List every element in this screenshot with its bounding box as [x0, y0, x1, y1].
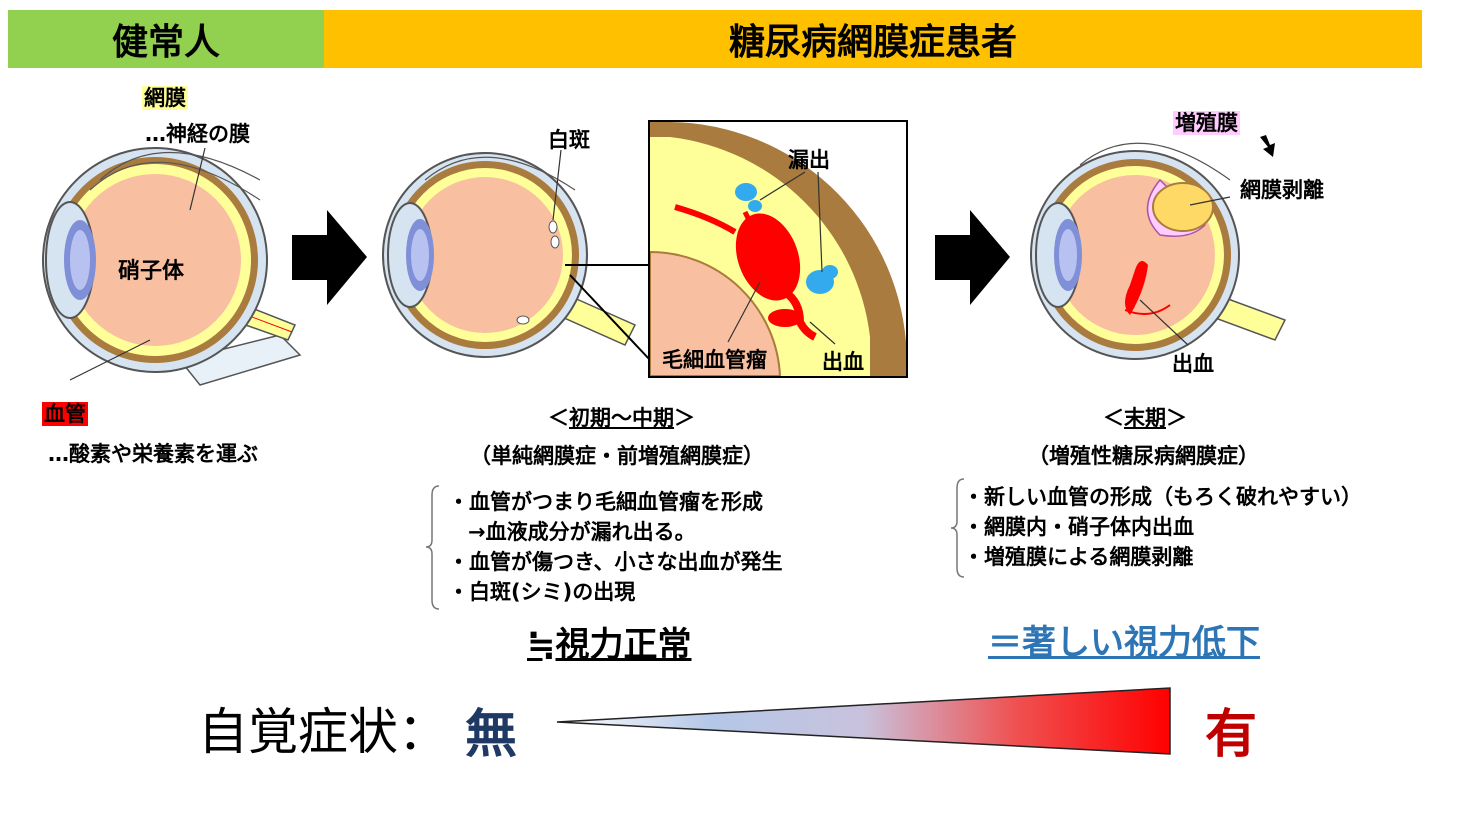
healthy-eye-diagram	[42, 147, 302, 386]
detachment-label: 網膜剥離	[1240, 178, 1324, 202]
symptom-label: 自覚症状：	[198, 703, 448, 761]
header-patient: 糖尿病網膜症患者	[324, 10, 1422, 68]
late-vision-status: ＝著しい視力低下	[988, 623, 1260, 663]
late-bullets: ・新しい血管の形成（もろく破れやすい） ・網膜内・硝子体内出血 ・増殖膜による網…	[963, 482, 1362, 572]
header-healthy: 健常人	[8, 10, 324, 68]
vitreous-label: 硝子体	[118, 259, 185, 284]
early-eye-diagram	[382, 149, 651, 361]
late-stage-subtitle: （増殖性糖尿病網膜症）	[1028, 444, 1259, 468]
vessel-label: 血管	[42, 402, 88, 426]
early-stage-subtitle: （単純網膜症・前増殖網膜症）	[470, 444, 764, 468]
symptom-present: 有	[1205, 705, 1258, 765]
retina-label: 網膜	[142, 86, 188, 110]
bullet-item: ・血管が傷つき、小さな出血が発生	[448, 550, 783, 574]
white-spot-label: 白斑	[548, 128, 590, 152]
symptom-gradient-wedge	[556, 687, 1171, 755]
bullet-item: →血液成分が漏れ出る。	[468, 520, 696, 544]
bullet-item: ・白斑(シミ)の出現	[448, 580, 636, 604]
membrane-label: 増殖膜	[1173, 111, 1240, 135]
arrow-right-icon	[935, 210, 1010, 305]
late-eye-diagram	[1030, 142, 1287, 360]
bullet-item: ・網膜内・硝子体内出血	[963, 515, 1194, 539]
aneurysm-label: 毛細血管瘤	[662, 348, 767, 372]
retina-description: …神経の膜	[145, 122, 250, 146]
arrow-right-icon	[292, 210, 367, 305]
symptom-none: 無	[465, 705, 518, 765]
late-stage-title: ＜末期＞	[1103, 406, 1187, 430]
early-bullets: ・血管がつまり毛細血管瘤を形成 →血液成分が漏れ出る。 ・血管が傷つき、小さな出…	[448, 487, 783, 607]
bracket	[425, 485, 440, 610]
leak-label: 漏出	[788, 148, 830, 172]
vessel-description: …酸素や栄養素を運ぶ	[48, 442, 258, 466]
inset-hemorrhage-label: 出血	[822, 350, 864, 374]
early-vision-status: ≒視力正常	[527, 625, 692, 665]
arrow-down-right-icon	[1260, 135, 1275, 157]
bullet-item: ・新しい血管の形成（もろく破れやすい）	[963, 485, 1362, 509]
inset-frame: 漏出 毛細血管瘤 出血	[648, 120, 908, 378]
bullet-item: ・増殖膜による網膜剥離	[963, 545, 1194, 569]
late-hemorrhage-label: 出血	[1172, 352, 1214, 376]
bullet-item: ・血管がつまり毛細血管瘤を形成	[448, 490, 763, 514]
early-stage-title: ＜初期～中期＞	[548, 406, 695, 430]
bracket	[950, 478, 965, 578]
